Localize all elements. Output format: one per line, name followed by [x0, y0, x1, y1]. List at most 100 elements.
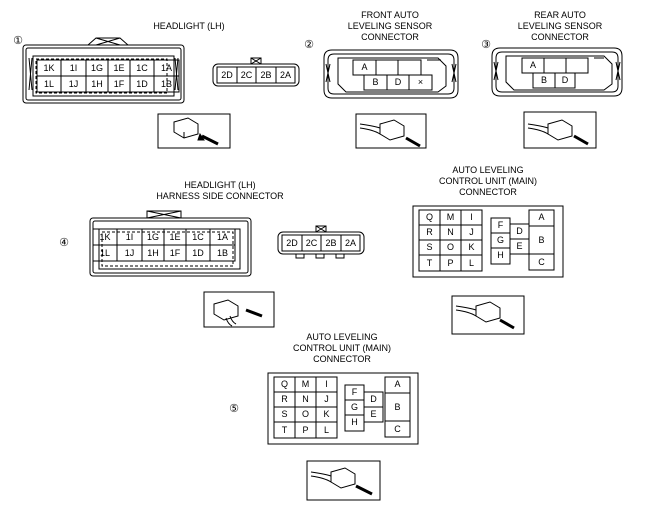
callout-3: ③: [481, 39, 491, 51]
title-harness-1: HEADLIGHT (LH): [184, 180, 256, 190]
front-sensor-connector: [323, 49, 459, 99]
pin-label: 1H: [147, 248, 159, 258]
pin-label: G: [496, 235, 504, 245]
control-unit-connector-a: [412, 205, 564, 278]
pin-label: 1C: [136, 63, 148, 73]
small-connector-2: [277, 225, 365, 259]
pin-label: 1K: [43, 63, 55, 73]
pin-label: 2B: [325, 238, 337, 248]
title-front-sensor-2: LEVELING SENSOR: [347, 21, 433, 31]
pin-label: 1J: [124, 248, 135, 258]
pin-label: 1A: [216, 232, 228, 242]
pin-label: 1I: [125, 232, 134, 242]
small-connector-1: [212, 57, 300, 87]
pin-label: 2B: [260, 70, 272, 80]
pin-label: Q: [425, 212, 433, 222]
pin-label: N: [447, 227, 454, 237]
connector-icon-6: [306, 460, 381, 501]
pin-label: 1D: [192, 248, 204, 258]
pin-label: Q: [280, 379, 288, 389]
title-front-sensor-1: FRONT AUTO: [361, 10, 419, 20]
connector-icon-1: [157, 113, 231, 149]
pin-label: D: [394, 77, 402, 87]
pin-label: ×: [417, 77, 424, 87]
pin-label: K: [323, 409, 330, 419]
connector-icon-5: [451, 295, 525, 335]
connector-icon-2: [355, 113, 427, 149]
pin-label: P: [302, 425, 309, 435]
pin-label: C: [538, 257, 545, 267]
title-harness-2: HARNESS SIDE CONNECTOR: [156, 191, 284, 201]
title-cu-a-3: CONNECTOR: [459, 187, 517, 197]
pin-label: L: [468, 258, 474, 268]
pin-label: I: [470, 212, 473, 222]
pin-label: B: [540, 75, 547, 85]
pin-label: B: [538, 235, 545, 245]
pin-label: M: [446, 212, 455, 222]
title-rear-sensor-3: CONNECTOR: [531, 32, 589, 42]
rear-sensor-connector: [491, 47, 623, 97]
pin-label: S: [281, 409, 288, 419]
pin-label: G: [350, 402, 358, 412]
callout-1: ①: [13, 35, 23, 47]
title-cu-b-2: CONTROL UNIT (MAIN): [293, 343, 391, 353]
title-cu-b-3: CONNECTOR: [313, 354, 371, 364]
pin-label: A: [529, 60, 536, 70]
pin-label: 1L: [99, 248, 110, 258]
headlight-harness-connector: [89, 210, 252, 277]
callout-4: ④: [59, 237, 69, 249]
pin-label: 2C: [305, 238, 318, 248]
pin-label: 2A: [344, 238, 356, 248]
pin-label: L: [323, 425, 329, 435]
callout-5: ⑤: [229, 403, 239, 415]
pin-label: S: [426, 242, 433, 252]
pin-label: N: [302, 394, 309, 404]
callout-2: ②: [304, 39, 314, 51]
pin-label: D: [370, 394, 377, 404]
pin-label: O: [301, 409, 309, 419]
pin-label: P: [447, 258, 454, 268]
pin-label: 2D: [221, 70, 233, 80]
title-cu-a-1: AUTO LEVELING: [452, 165, 524, 175]
pin-label: 2A: [279, 70, 291, 80]
title-cu-b-1: AUTO LEVELING: [306, 332, 378, 342]
pin-label: 2D: [286, 238, 298, 248]
pin-label: F: [351, 387, 358, 397]
pin-label: J: [324, 394, 329, 404]
pin-label: D: [561, 75, 569, 85]
pin-label: 1G: [146, 232, 159, 242]
pin-label: H: [497, 250, 504, 260]
pin-label: 1F: [113, 79, 125, 89]
pin-label: A: [538, 212, 545, 222]
pin-label: M: [301, 379, 310, 389]
pin-label: H: [351, 417, 358, 427]
pin-label: 1J: [68, 79, 79, 89]
pin-label: D: [516, 226, 523, 236]
pin-label: K: [468, 242, 475, 252]
pin-label: 1C: [192, 232, 204, 242]
pin-label: 1G: [90, 63, 103, 73]
pin-label: 1I: [69, 63, 78, 73]
headlight-connector-1: [22, 37, 185, 104]
pin-label: E: [370, 409, 377, 419]
connector-icon-4: [203, 291, 275, 328]
pin-label: B: [394, 402, 401, 412]
title-rear-sensor-1: REAR AUTO: [534, 10, 586, 20]
pin-label: 1H: [91, 79, 103, 89]
pin-label: I: [325, 379, 328, 389]
connector-icon-3: [523, 111, 597, 149]
pin-label: E: [516, 241, 523, 251]
pin-label: 1D: [136, 79, 148, 89]
title-rear-sensor-2: LEVELING SENSOR: [517, 21, 603, 31]
pin-label: 1E: [113, 63, 125, 73]
title-cu-a-2: CONTROL UNIT (MAIN): [439, 176, 537, 186]
control-unit-connector-b: [267, 372, 419, 445]
pin-label: R: [426, 227, 433, 237]
pin-label: T: [426, 258, 433, 268]
pin-label: C: [394, 424, 401, 434]
pin-label: A: [361, 62, 368, 72]
pin-label: 2C: [240, 70, 253, 80]
pin-label: T: [281, 425, 288, 435]
pin-label: 1F: [169, 248, 181, 258]
